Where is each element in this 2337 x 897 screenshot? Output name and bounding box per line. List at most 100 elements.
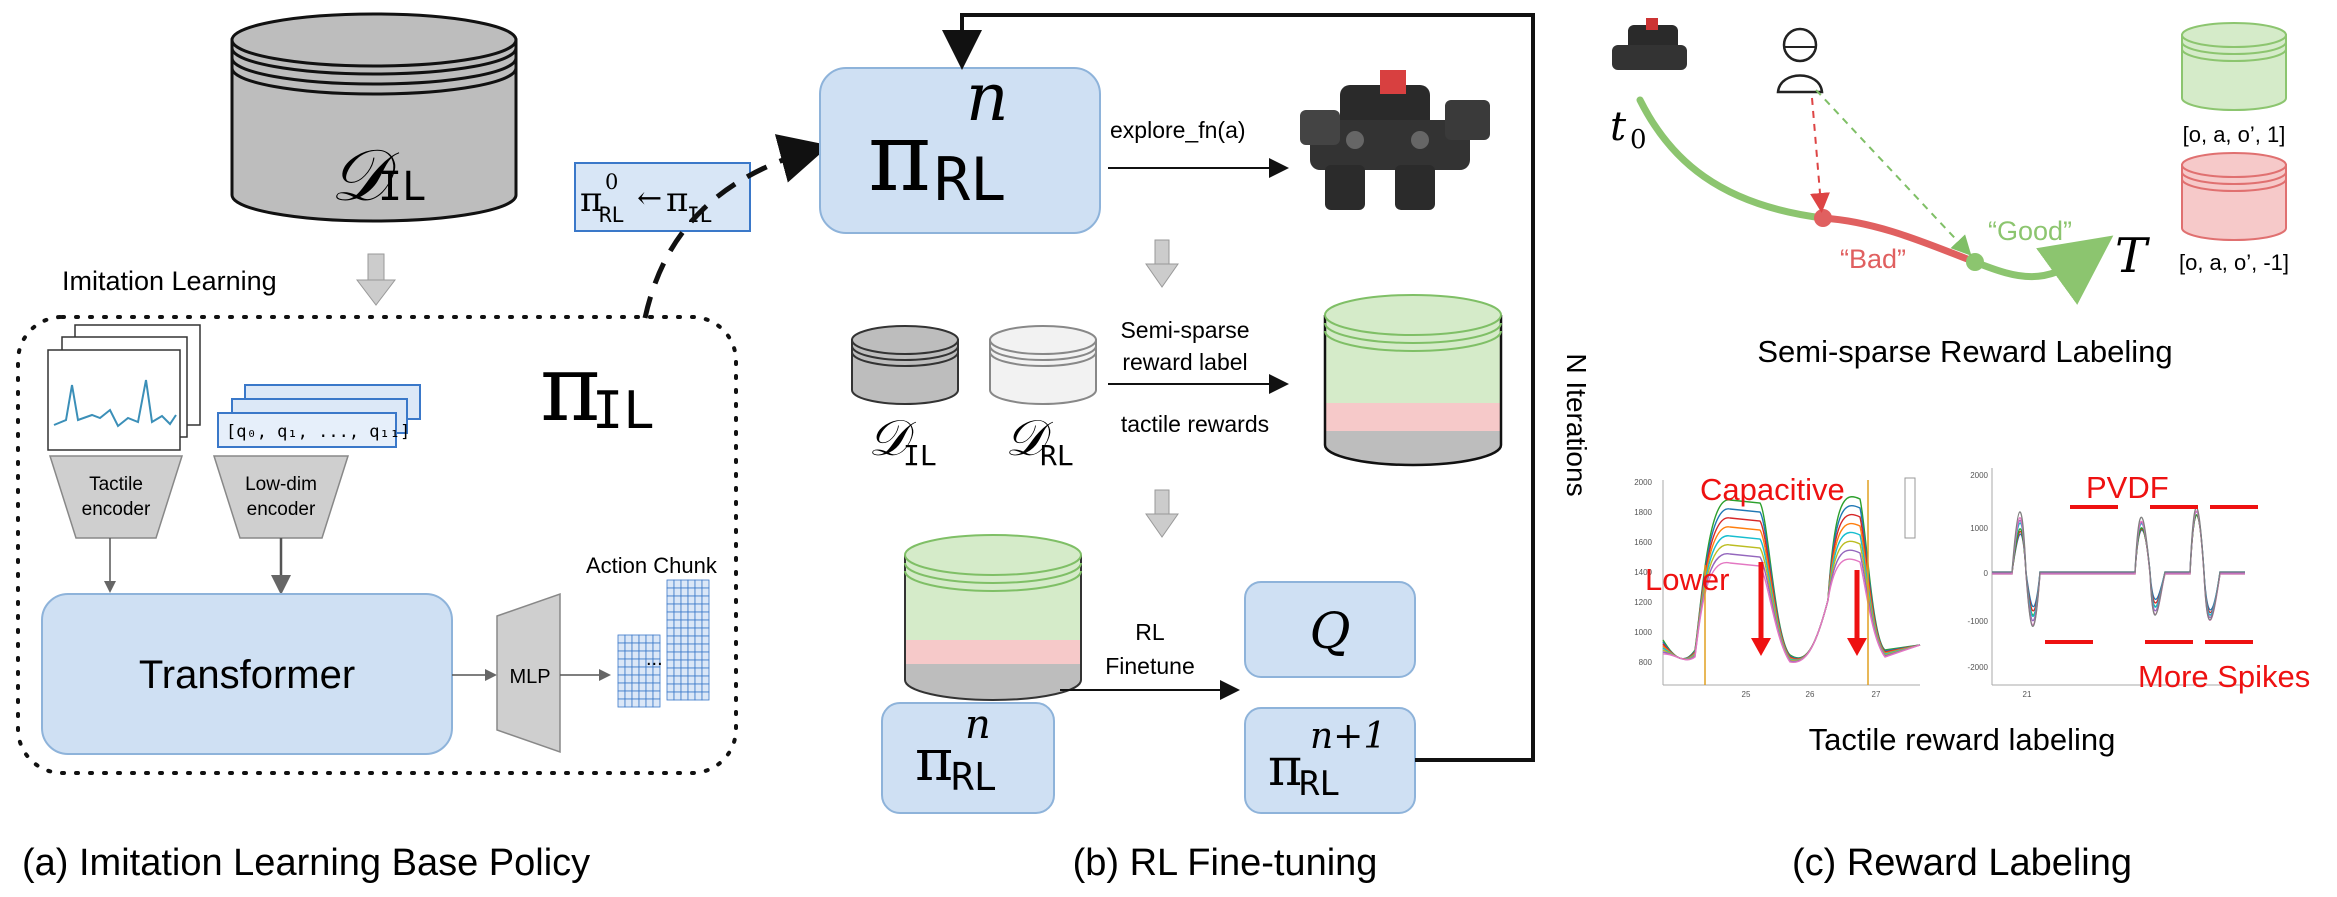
more-spikes-label: More Spikes xyxy=(2138,659,2310,694)
action-cell xyxy=(673,659,682,669)
action-cell xyxy=(701,595,710,605)
dataset-il-small-sub: IL xyxy=(903,439,937,472)
action-cell xyxy=(673,635,682,645)
action-cell xyxy=(687,651,696,661)
down-arrow-icon xyxy=(1145,489,1179,538)
capacitive-trace xyxy=(1662,558,1921,664)
action-cell xyxy=(701,579,710,589)
cap-xtick: 26 xyxy=(1806,690,1815,699)
tactile-rewards-label: tactile rewards xyxy=(1121,411,1269,437)
action-cell xyxy=(694,587,703,597)
action-cell xyxy=(638,658,647,668)
action-cell xyxy=(687,635,696,645)
action-cell xyxy=(687,683,696,693)
lower-label: Lower xyxy=(1645,562,1729,597)
cap-xtick: 27 xyxy=(1872,690,1881,699)
action-cell xyxy=(701,667,710,677)
init-left-pi: π xyxy=(580,180,602,220)
caption-a: (a) Imitation Learning Base Policy xyxy=(22,842,590,884)
action-cell xyxy=(617,674,626,684)
action-cell xyxy=(638,634,647,644)
action-cell xyxy=(631,642,640,652)
action-cell xyxy=(666,667,675,677)
T-label: T xyxy=(2115,228,2150,284)
action-cell xyxy=(624,690,633,700)
action-cell xyxy=(638,650,647,660)
action-cell xyxy=(645,698,654,708)
robot-hand-small-icon xyxy=(1612,18,1687,70)
action-cell xyxy=(687,595,696,605)
action-cell xyxy=(673,667,682,677)
action-cell xyxy=(701,651,710,661)
action-cell xyxy=(701,691,710,701)
good-point xyxy=(1966,253,1984,271)
action-cell xyxy=(701,587,710,597)
action-cell xyxy=(673,627,682,637)
down-arrow-icon xyxy=(355,253,397,306)
policy-il-symbol: π xyxy=(540,335,600,442)
action-cell xyxy=(673,603,682,613)
cap-ytick: 1800 xyxy=(1634,508,1652,517)
action-cell xyxy=(638,674,647,684)
init-right-pi: π xyxy=(666,180,688,220)
n-iterations-label: N Iterations xyxy=(1561,353,1592,496)
action-cell xyxy=(687,659,696,669)
lower-arrow-right-head xyxy=(1847,638,1867,656)
policy-il-frame xyxy=(16,315,738,775)
action-cell xyxy=(673,643,682,653)
policy-rl-top-pi: π xyxy=(868,101,931,213)
action-cell xyxy=(680,643,689,653)
action-cell xyxy=(652,698,661,708)
policy-rl-top-sub: RL xyxy=(934,145,1006,215)
policy-rl-next-sub: RL xyxy=(1299,764,1340,804)
action-cell xyxy=(631,674,640,684)
lowdim-encoder-label-1: Low-dim xyxy=(245,474,317,495)
q-function-label: Q xyxy=(1310,602,1351,660)
action-cell xyxy=(680,659,689,669)
action-chunk-grids xyxy=(617,579,710,708)
action-cell xyxy=(701,659,710,669)
bad-point xyxy=(1814,209,1832,227)
lowdim-encoder-block xyxy=(212,455,350,539)
trajectory-start-segment xyxy=(1636,96,1827,222)
policy-il-sub: IL xyxy=(592,381,655,441)
action-cell xyxy=(701,603,710,613)
policy-rl-next-pi: π xyxy=(1268,738,1302,798)
action-cell xyxy=(687,675,696,685)
q-function-box xyxy=(1244,581,1416,678)
action-cell xyxy=(687,627,696,637)
action-cell xyxy=(694,683,703,693)
action-cell xyxy=(680,579,689,589)
action-cell xyxy=(701,675,710,685)
action-cell xyxy=(617,682,626,692)
dataset-il-cylinder xyxy=(230,12,518,223)
mlp-label: MLP xyxy=(509,666,550,688)
action-cell xyxy=(694,611,703,621)
action-cell xyxy=(694,579,703,589)
action-cell xyxy=(666,675,675,685)
action-cell xyxy=(652,634,661,644)
action-cell xyxy=(666,659,675,669)
action-cell xyxy=(680,683,689,693)
init-left-sup: 0 xyxy=(605,170,618,194)
action-cell xyxy=(617,658,626,668)
action-cell xyxy=(673,611,682,621)
action-cell xyxy=(680,651,689,661)
action-cell xyxy=(694,595,703,605)
action-cell xyxy=(701,619,710,629)
action-cell xyxy=(624,642,633,652)
bad-label: “Bad” xyxy=(1840,244,1906,274)
good-label-arrow xyxy=(1815,89,1972,256)
action-cell xyxy=(673,691,682,701)
action-cell xyxy=(652,690,661,700)
pvdf-xtick: 21 xyxy=(2023,690,2032,699)
imitation-learning-label: Imitation Learning xyxy=(62,266,277,296)
action-cell xyxy=(680,595,689,605)
action-cell xyxy=(638,690,647,700)
action-cell xyxy=(631,690,640,700)
trajectory-bad-segment xyxy=(1822,214,1977,266)
action-cell xyxy=(673,595,682,605)
action-cell xyxy=(624,682,633,692)
human-labeler-icon xyxy=(1776,27,1824,94)
